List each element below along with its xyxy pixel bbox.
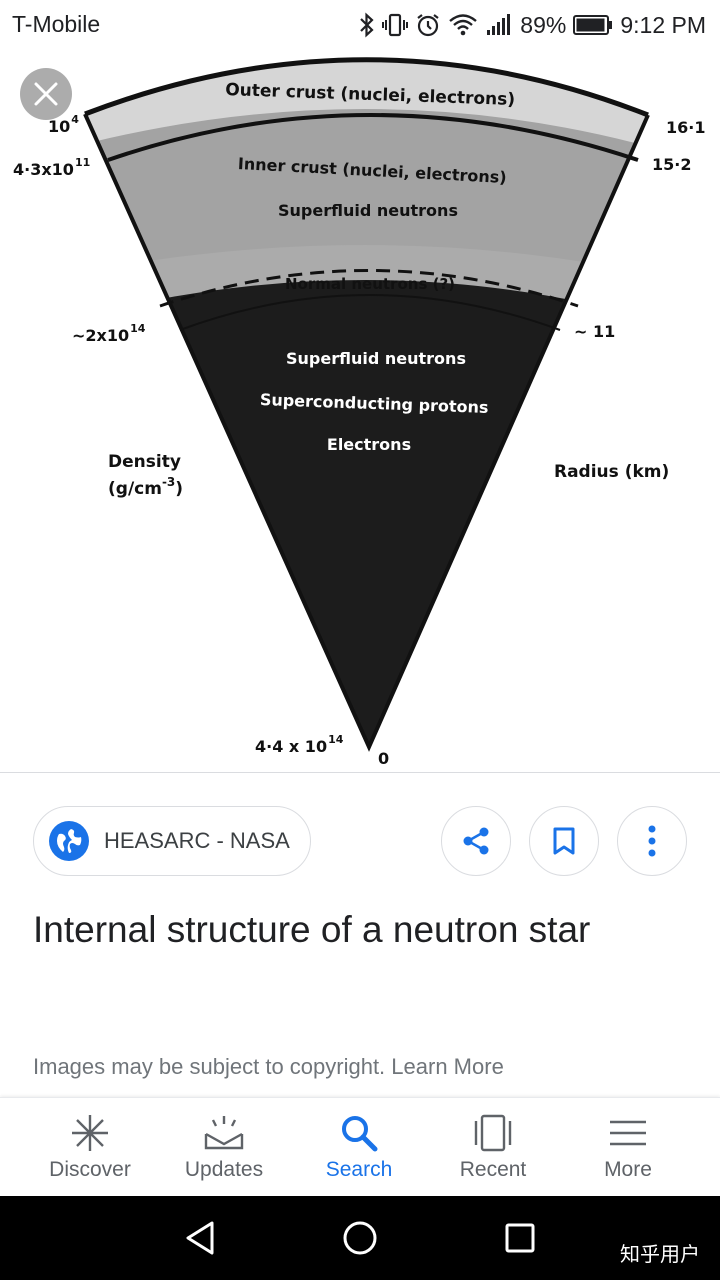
battery-percent: 89% bbox=[520, 11, 567, 38]
copyright-text: Images may be subject to copyright. bbox=[33, 1054, 386, 1079]
more-options-button[interactable] bbox=[617, 806, 687, 876]
nav-recent[interactable]: Recent bbox=[426, 1098, 560, 1197]
recents-icon bbox=[505, 1223, 535, 1253]
radius-label-2: 15·2 bbox=[652, 155, 691, 174]
outer-crust-layer bbox=[85, 59, 648, 168]
radius-label-4: 0 bbox=[378, 749, 389, 768]
density-axis-title: Density bbox=[108, 452, 181, 472]
updates-icon bbox=[202, 1112, 246, 1154]
radius-axis-title: Radius (km) bbox=[554, 462, 669, 482]
watermark-text: 知乎用户 bbox=[620, 1242, 700, 1266]
share-icon bbox=[463, 827, 489, 855]
label-core-superfluid: Superfluid neutrons bbox=[286, 349, 466, 368]
label-inner-superfluid: Superfluid neutrons bbox=[278, 201, 458, 220]
clock-time: 9:12 PM bbox=[620, 11, 706, 38]
back-icon bbox=[186, 1221, 214, 1255]
nav-discover-label: Discover bbox=[49, 1158, 131, 1181]
bottom-navigation: Discover Updates Search Recent More bbox=[0, 1097, 720, 1196]
label-core-electrons: Electrons bbox=[327, 435, 411, 454]
nav-search[interactable]: Search bbox=[292, 1098, 426, 1197]
menu-icon bbox=[608, 1112, 648, 1154]
density-label-4: 4·4 x 1014 bbox=[255, 733, 344, 756]
share-button[interactable] bbox=[441, 806, 511, 876]
density-label-3: ~2x1014 bbox=[72, 322, 146, 345]
recent-icon bbox=[471, 1112, 515, 1154]
asterisk-icon bbox=[69, 1112, 111, 1154]
vibrate-icon bbox=[382, 12, 409, 38]
system-navigation-bar: 知乎用户 bbox=[0, 1196, 720, 1280]
nav-recent-label: Recent bbox=[459, 1158, 527, 1181]
battery-icon bbox=[573, 14, 613, 36]
alarm-icon bbox=[415, 12, 441, 38]
wedge-edges bbox=[83, 113, 650, 752]
wifi-icon bbox=[448, 12, 478, 38]
result-title[interactable]: Internal structure of a neutron star bbox=[33, 909, 591, 950]
nav-updates-label: Updates bbox=[184, 1158, 264, 1181]
close-icon bbox=[34, 82, 58, 106]
panel-divider bbox=[0, 772, 720, 773]
home-button[interactable] bbox=[338, 1216, 382, 1260]
learn-more-link[interactable]: Learn More bbox=[391, 1054, 504, 1079]
radius-label-3: ~ 11 bbox=[574, 322, 615, 341]
outer-inner-boundary bbox=[107, 113, 639, 162]
signal-icon bbox=[485, 12, 511, 38]
home-icon bbox=[343, 1221, 377, 1255]
image-viewer[interactable]: Outer crust (nuclei, electrons) Inner cr… bbox=[0, 50, 720, 772]
label-normal-neutrons: Normal neutrons (?) bbox=[285, 275, 455, 293]
status-bar: T-Mobile 89% 9:12 PM bbox=[0, 0, 720, 50]
copyright-notice: Images may be subject to copyright. Lear… bbox=[33, 1054, 504, 1080]
density-axis-units: (g/cm-3) bbox=[108, 475, 183, 499]
neutron-star-diagram: Outer crust (nuclei, electrons) Inner cr… bbox=[13, 57, 705, 768]
nav-more[interactable]: More bbox=[561, 1098, 695, 1197]
status-icons: 89% 9:12 PM bbox=[359, 9, 706, 41]
core-boundary bbox=[179, 294, 561, 331]
nav-updates[interactable]: Updates bbox=[157, 1098, 291, 1197]
surface-boundary bbox=[84, 57, 649, 118]
bluetooth-icon bbox=[359, 12, 375, 38]
search-icon bbox=[339, 1112, 379, 1154]
nav-discover[interactable]: Discover bbox=[23, 1098, 157, 1197]
save-button[interactable] bbox=[529, 806, 599, 876]
density-label-2: 4·3x1011 bbox=[13, 156, 90, 179]
back-button[interactable] bbox=[178, 1216, 222, 1260]
nav-more-label: More bbox=[604, 1158, 652, 1181]
density-label-1: 104 bbox=[48, 113, 79, 136]
nav-search-label: Search bbox=[325, 1158, 393, 1181]
source-name: HEASARC - NASA bbox=[104, 828, 290, 853]
close-button[interactable] bbox=[20, 68, 72, 120]
radius-label-1: 16·1 bbox=[666, 118, 705, 137]
more-vert-icon bbox=[648, 825, 656, 857]
recents-button[interactable] bbox=[498, 1216, 542, 1260]
globe-icon bbox=[49, 821, 89, 861]
source-chip[interactable]: HEASARC - NASA bbox=[33, 806, 311, 876]
carrier-name: T-Mobile bbox=[12, 11, 101, 37]
bookmark-icon bbox=[553, 827, 575, 855]
